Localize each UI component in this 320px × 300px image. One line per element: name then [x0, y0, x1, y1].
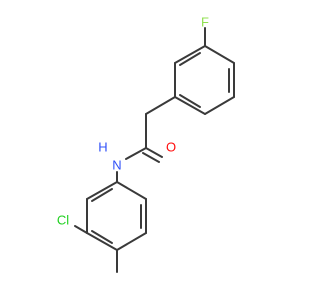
hydrogen-label: H — [98, 140, 107, 155]
nitrogen-label: N — [112, 158, 121, 173]
ring-bond — [86, 232, 118, 251]
atom-nitrogen: N H — [98, 140, 121, 173]
ring-bond — [174, 45, 206, 64]
ch2-ring-bond — [145, 96, 176, 115]
ring-double-bond — [91, 188, 113, 202]
atom-fluorine: F — [201, 15, 209, 30]
atom-oxygen: O — [166, 140, 176, 155]
c-n-bond — [125, 147, 147, 160]
ring-bond — [204, 96, 235, 115]
ring-bond — [116, 232, 147, 251]
ring-bond — [116, 181, 147, 200]
ring-bond — [204, 45, 235, 64]
ring-double-bond — [179, 52, 201, 66]
c-cl-bond — [74, 225, 88, 234]
ring-bond — [174, 96, 206, 115]
ring-bond — [86, 181, 118, 200]
molecule-structure: F O N H Cl — [57, 15, 235, 273]
atom-chlorine: Cl — [57, 213, 69, 228]
carbonyl-bond — [145, 147, 163, 158]
fluorine-label: F — [201, 15, 209, 30]
carbonyl-bond-second — [142, 152, 160, 163]
chloromethylphenyl-ring — [74, 181, 147, 273]
fluorophenyl-ring — [174, 27, 235, 115]
oxygen-label: O — [166, 140, 176, 155]
ring-double-bond — [179, 94, 201, 108]
chlorine-label: Cl — [57, 213, 69, 228]
ring-double-bond — [91, 230, 113, 244]
